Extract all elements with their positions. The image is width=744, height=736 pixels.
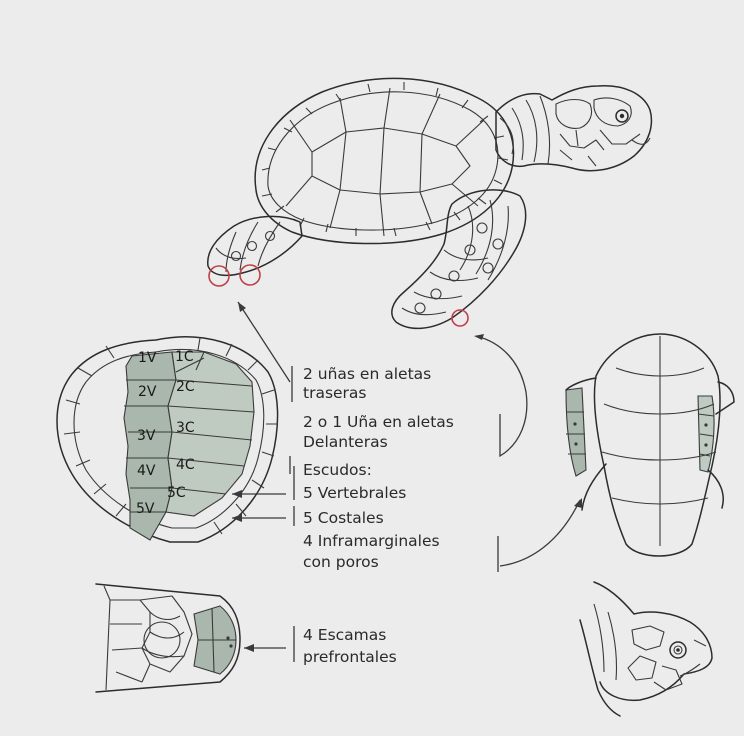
label-claws-hind-line1: 2 uñas en aletas [303, 365, 431, 384]
label-vertebrales: 5 Vertebrales [303, 484, 406, 503]
label-inframarginales-line1: 4 Inframarginales [303, 532, 440, 551]
plastron-diagram [566, 334, 734, 556]
head-side-view-diagram [580, 582, 712, 716]
turtle-body-side-view [208, 78, 652, 328]
label-claws-hind-line2: traseras [303, 384, 367, 403]
carapace-scute-diagram: 1V 2V 3V 4V 5V 1C 2C 3C 4C 5C [57, 337, 278, 542]
label-prefrontales-line1: 4 Escamas [303, 626, 386, 645]
scute-label-4c: 4C [176, 457, 195, 473]
label-prefrontales-line2: prefrontales [303, 648, 397, 667]
scute-label-3v: 3V [137, 428, 156, 444]
label-claws-front-line1: 2 o 1 Uña en aletas [303, 413, 454, 432]
scute-label-2c: 2C [176, 379, 195, 395]
label-inframarginales-line2: con poros [303, 553, 379, 572]
scute-label-2v: 2V [138, 384, 157, 400]
scute-label-3c: 3C [176, 420, 195, 436]
scute-label-1v: 1V [138, 350, 157, 366]
inframarginal-left [566, 388, 586, 476]
head-top-view-diagram [96, 584, 240, 692]
rear-claw-marker-2 [240, 265, 260, 285]
pointer-lines [232, 302, 582, 662]
scute-label-5c: 5C [167, 485, 186, 501]
scute-label-1c: 1C [175, 349, 194, 365]
label-costales: 5 Costales [303, 509, 384, 528]
scute-label-4v: 4V [137, 463, 156, 479]
label-escudos: Escudos: [303, 461, 372, 480]
scute-label-5v: 5V [136, 501, 155, 517]
label-claws-front-line2: Delanteras [303, 433, 388, 452]
